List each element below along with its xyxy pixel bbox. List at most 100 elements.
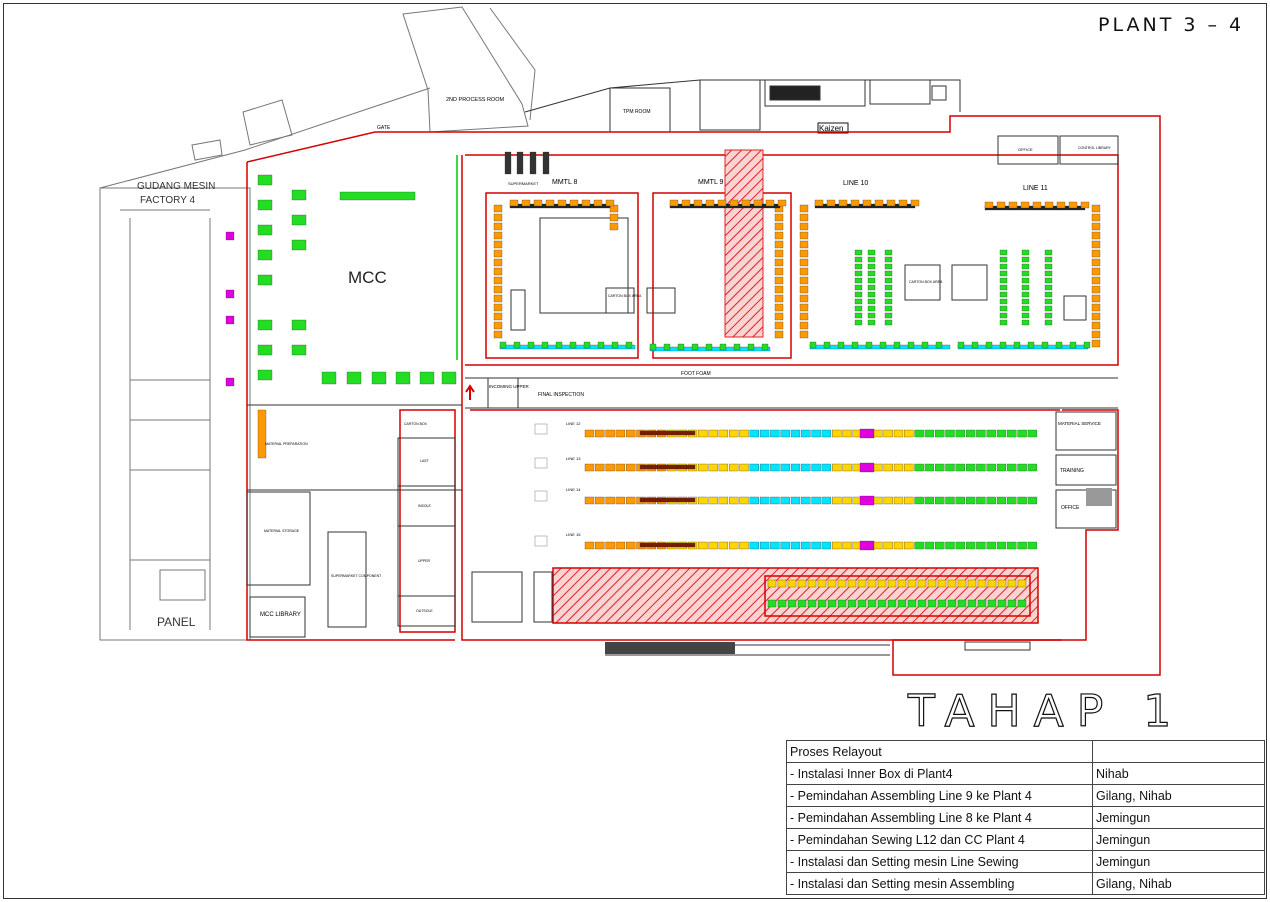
machine — [865, 341, 873, 349]
assembly-machine — [493, 204, 503, 213]
assembly-machine — [493, 285, 503, 294]
sewing-machine — [584, 541, 595, 550]
sewing-machine — [883, 496, 893, 505]
sewing-machine — [873, 429, 883, 438]
sewing-machine — [718, 496, 729, 505]
machine — [867, 277, 876, 284]
sewing-machine — [801, 541, 811, 550]
sewing-machine — [976, 463, 986, 472]
machine — [1044, 263, 1053, 270]
sewing-machine — [904, 463, 914, 472]
sewing-machine — [914, 541, 924, 550]
sewing-machine — [584, 463, 595, 472]
pic-cell: Jemingun — [1092, 850, 1265, 873]
label-material-storage: MATERIAL STORAGE — [264, 529, 300, 533]
machine — [1021, 298, 1030, 305]
sewing-machine — [1007, 429, 1017, 438]
sewing-machine — [914, 463, 924, 472]
panel-box — [225, 315, 235, 325]
task-cell: - Instalasi dan Setting mesin Assembling — [786, 872, 1093, 895]
label-carton-box-2: CARTON BOX AREA — [909, 280, 943, 284]
sewing-machine — [821, 541, 832, 550]
machine — [999, 263, 1008, 270]
machine — [884, 277, 893, 284]
station — [859, 540, 875, 551]
machine — [967, 579, 977, 588]
sewing-machine — [801, 429, 811, 438]
assembly-machine — [741, 199, 751, 207]
machine — [854, 256, 863, 263]
sewing-machine — [904, 541, 914, 550]
supermarket-rack — [529, 151, 537, 175]
machine — [1044, 249, 1053, 256]
sewing-machine — [595, 541, 605, 550]
sewing-machine — [749, 541, 759, 550]
machine — [999, 284, 1008, 291]
label-insole: INSOLE — [418, 504, 432, 508]
assembly-machine — [850, 199, 860, 207]
sewing-machine — [749, 463, 759, 472]
sewing-machine — [811, 429, 821, 438]
label-office-top: OFFICE — [1018, 147, 1033, 152]
assembly-machine — [799, 267, 809, 276]
sewing-machine — [893, 496, 904, 505]
prep-rack — [257, 409, 267, 459]
label-line-13: LINE 13 — [566, 456, 581, 461]
sewing-machine — [986, 496, 996, 505]
label-office-right: OFFICE — [1061, 505, 1080, 511]
assembly-machine — [799, 213, 809, 222]
machine — [867, 249, 876, 256]
sewing-machine — [821, 496, 832, 505]
sewing-machine — [729, 429, 739, 438]
sewing-machine — [1017, 541, 1027, 550]
mcc-machine — [441, 371, 457, 385]
table-row: - Instalasi dan Setting mesin Line Sewin… — [786, 850, 1265, 873]
machine — [1017, 599, 1027, 608]
assembly-machine — [521, 199, 531, 207]
machine — [1044, 305, 1053, 312]
machine — [854, 312, 863, 319]
label-upper: UPPER — [418, 559, 431, 563]
assembly-machine — [1091, 267, 1101, 276]
station — [859, 428, 875, 439]
machine — [877, 599, 887, 608]
machine — [867, 599, 877, 608]
relayout-header-pic — [1092, 740, 1265, 763]
assembly-machine — [533, 199, 543, 207]
mcc-machine — [371, 371, 387, 385]
assembly-machine — [774, 231, 784, 240]
machine — [987, 599, 997, 608]
label-panel: PANEL — [157, 615, 196, 629]
bottom-rack — [605, 642, 735, 654]
label-line-11: LINE 11 — [1023, 185, 1048, 192]
machine — [649, 343, 657, 351]
sewing-machine — [955, 496, 965, 505]
mcc-machine — [419, 371, 435, 385]
assembly-machine — [493, 258, 503, 267]
sewing-machine — [965, 429, 976, 438]
machine — [867, 291, 876, 298]
sewing-machine — [718, 429, 729, 438]
assembly-machine — [1091, 240, 1101, 249]
sewing-machine — [965, 496, 976, 505]
assembly-machine — [1091, 213, 1101, 222]
pic-cell: Jemingun — [1092, 806, 1265, 829]
assembly-machine — [493, 240, 503, 249]
machine — [1044, 270, 1053, 277]
machine — [677, 343, 685, 351]
machine — [847, 579, 857, 588]
sewing-machine — [605, 429, 615, 438]
sewing-machine — [605, 541, 615, 550]
sewing-machine — [893, 429, 904, 438]
sewing-machine — [976, 541, 986, 550]
machine — [999, 291, 1008, 298]
machine — [857, 579, 867, 588]
sewing-machine — [924, 496, 935, 505]
assembly-machine — [1008, 201, 1018, 209]
machine — [854, 305, 863, 312]
mcc-machine — [257, 274, 273, 286]
task-cell: - Pemindahan Sewing L12 dan CC Plant 4 — [786, 828, 1093, 851]
assembly-machine — [1080, 201, 1090, 209]
sewing-machine — [986, 541, 996, 550]
